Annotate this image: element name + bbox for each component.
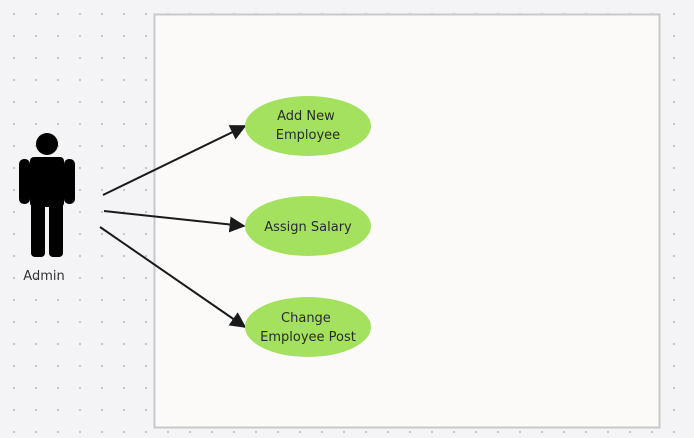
association-add-new-employee[interactable] <box>102 125 247 196</box>
use-case-add-new-employee[interactable]: Add New Employee <box>245 96 371 156</box>
use-case-label: Assign Salary <box>264 220 352 235</box>
use-case-label: Change Employee Post <box>260 311 356 345</box>
use-case-label-line: Add New <box>277 109 335 124</box>
use-case-change-employee-post[interactable]: Change Employee Post <box>245 297 371 357</box>
use-case-label-line: Assign Salary <box>264 220 352 235</box>
use-case-label-line: Employee Post <box>260 330 356 345</box>
system-boundary[interactable] <box>153 13 661 429</box>
actor-label: Admin <box>23 269 64 284</box>
association-assign-salary[interactable] <box>103 210 246 233</box>
use-case-label-line: Employee <box>276 128 340 143</box>
association-change-employee-post[interactable] <box>99 226 247 328</box>
use-case-assign-salary[interactable]: Assign Salary <box>245 196 371 256</box>
associations <box>99 125 247 328</box>
actor-admin[interactable]: Admin <box>19 133 75 284</box>
person-icon <box>19 133 75 257</box>
use-case-label: Add New Employee <box>276 109 340 143</box>
use-case-label-line: Change <box>281 311 331 326</box>
